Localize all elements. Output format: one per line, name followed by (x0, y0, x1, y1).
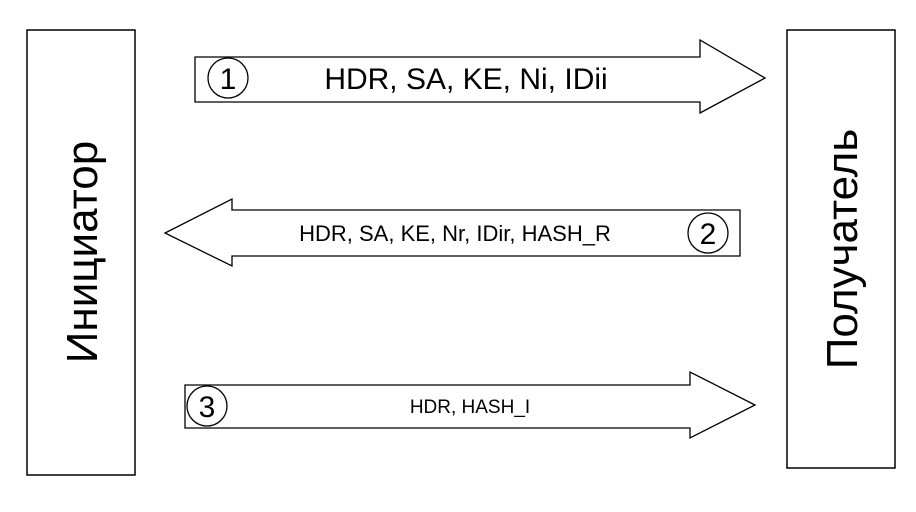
step-2-number: 2 (700, 218, 717, 251)
responder-box: Получатель (786, 29, 896, 469)
step-2-circle (687, 212, 729, 254)
responder-label: Получатель (818, 129, 867, 370)
initiator-box: Инициатор (26, 29, 136, 476)
message-1-text: HDR, SA, KE, Ni, IDii (324, 63, 607, 96)
message-2-text: HDR, SA, KE, Nr, IDir, HASH_R (299, 221, 611, 246)
message-3-text: HDR, HASH_I (410, 397, 530, 418)
message-2-arrow: 2 HDR, SA, KE, Nr, IDir, HASH_R (163, 197, 741, 268)
step-1-number: 1 (220, 63, 237, 96)
step-3-circle (186, 385, 228, 427)
step-3-number: 3 (199, 391, 216, 424)
message-3-arrow: 3 HDR, HASH_I (184, 370, 757, 440)
step-1-circle (207, 57, 249, 99)
initiator-label: Инициатор (58, 141, 107, 363)
message-1-arrow: 1 HDR, SA, KE, Ni, IDii (194, 38, 767, 115)
